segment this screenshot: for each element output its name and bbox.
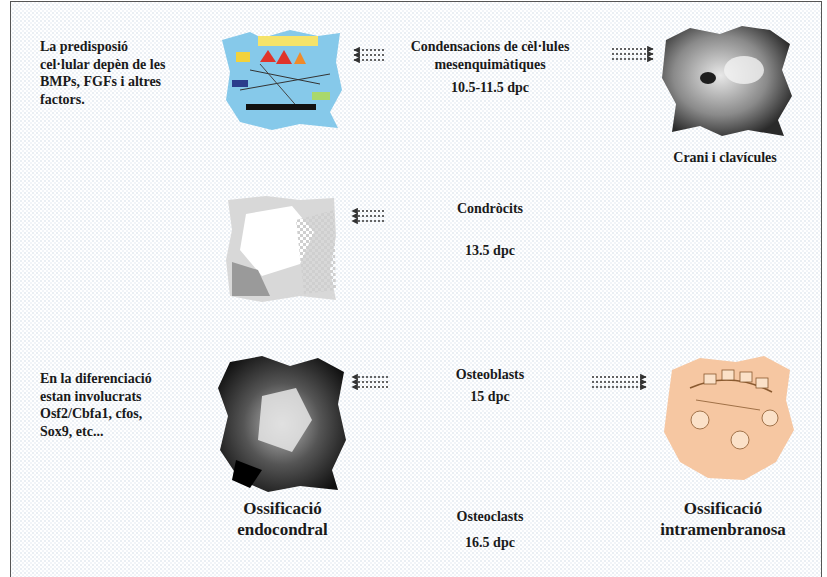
node-heading: Osteoblasts <box>390 366 590 384</box>
node-heading: Ossificació intramenbranosa <box>648 498 798 541</box>
image-caption: Ossificació endocondral <box>215 352 350 541</box>
image-caption: Crani i clavícules <box>655 25 795 167</box>
stage-day: 10.5-11.5 dpc <box>370 79 610 97</box>
node-heading: Condròcits <box>390 200 590 218</box>
node-heading: Crani i clavícules <box>655 149 795 167</box>
stage-day: 13.5 dpc <box>390 242 590 260</box>
node-heading: Condensacions de cèl·lules mesenquimàtiq… <box>370 38 610 73</box>
image-caption: Ossificació intramenbranosa <box>648 352 798 541</box>
stage-day: 15 dpc <box>390 388 590 406</box>
stage-text: Condensacions de cèl·lules mesenquimàtiq… <box>370 38 610 97</box>
note-text: La predisposió cel·lular depèn de les BM… <box>40 38 175 108</box>
note-text: En la diferenciació estan involucrats Os… <box>40 370 175 440</box>
dashed-arrow <box>352 377 388 387</box>
dashed-arrow <box>592 377 646 387</box>
node-heading: Ossificació endocondral <box>215 498 350 541</box>
stage-text: Osteoclasts <box>390 508 590 526</box>
stage-text: 16.5 dpc <box>390 534 590 552</box>
stage-text: Osteoblasts 15 dpc <box>390 366 590 405</box>
dashed-arrow <box>612 49 653 59</box>
stage-text: Condròcits 13.5 dpc <box>390 200 590 259</box>
